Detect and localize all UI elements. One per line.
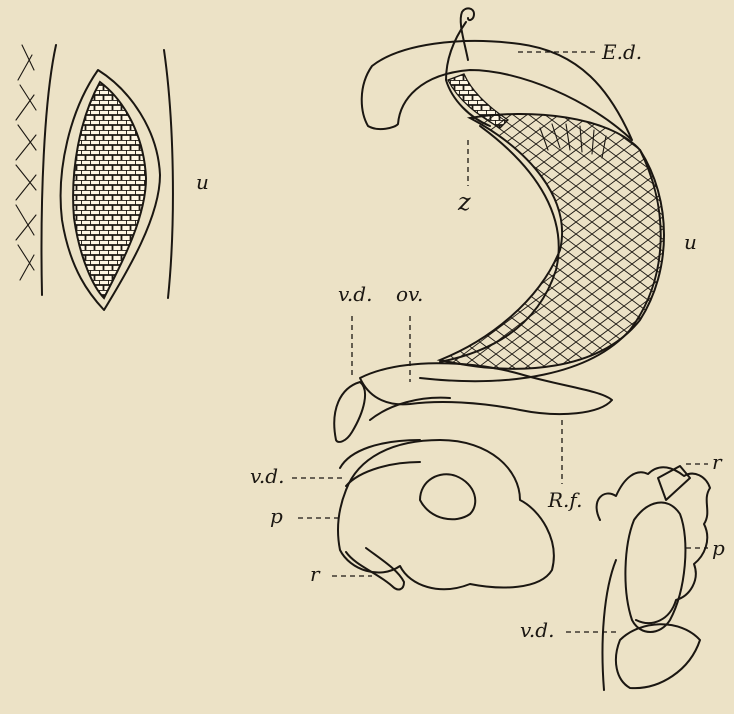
wavy-outline (597, 467, 710, 623)
left-wall-line (42, 45, 56, 295)
knob (420, 474, 475, 519)
label-vd-top: v.d. (338, 284, 372, 304)
lens-cells (73, 82, 146, 298)
small-base (616, 624, 700, 688)
label-ov: ov. (396, 284, 423, 304)
label-z: z (458, 192, 471, 212)
label-vd-mid: v.d. (250, 466, 284, 486)
lower-lobe (360, 363, 612, 414)
small-r-flap (658, 466, 690, 500)
duct-spiral (461, 8, 474, 60)
label-r-mid: r (310, 564, 320, 584)
label-p-small: p (712, 538, 725, 558)
small-figure (597, 466, 710, 690)
vd-tube (334, 382, 365, 442)
label-ed: E.d. (602, 42, 642, 62)
small-vd-duct (603, 560, 617, 690)
label-u-right: u (684, 232, 697, 252)
label-u-left: u (196, 172, 209, 192)
right-wall-line (164, 50, 173, 298)
main-figure (334, 8, 664, 589)
small-p-oval (625, 503, 685, 632)
lower-mass (338, 440, 554, 589)
left-wall-lattice (16, 45, 36, 280)
label-vd-small: v.d. (520, 620, 554, 640)
label-r-small: r (712, 452, 722, 472)
label-rf: R.f. (548, 490, 582, 510)
label-p-mid: p (270, 506, 283, 526)
left-figure (16, 45, 173, 310)
